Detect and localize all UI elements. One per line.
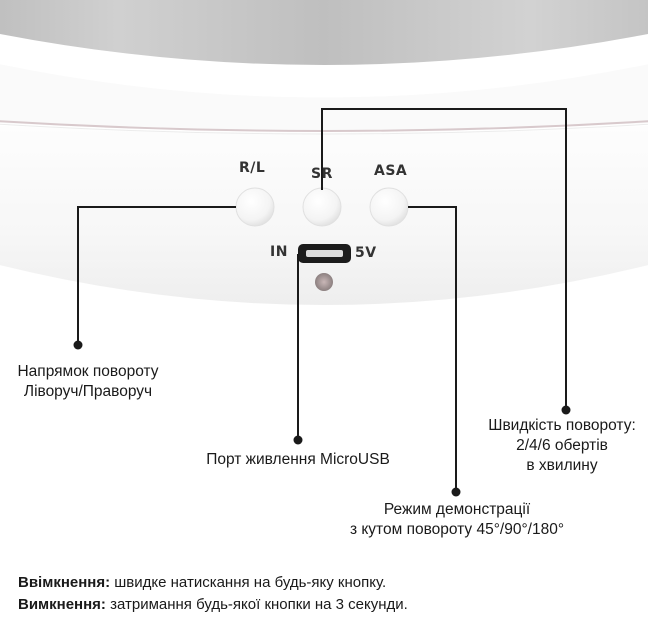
turntable-top-surface [0, 0, 648, 65]
status-led [315, 273, 333, 291]
power-off-text: затримання будь-якої кнопки на 3 секунди… [105, 596, 408, 613]
port-5v-label: 5V [355, 245, 377, 261]
speed-callout-line3: в хвилину [526, 457, 598, 474]
demo-mode-callout: Режим демонстрації з кутом повороту 45°/… [322, 500, 592, 540]
speed-leader-line [321, 108, 567, 410]
power-on-text: швидке натискання на будь-яку кнопку. [110, 574, 387, 591]
asa-button[interactable] [369, 187, 409, 227]
asa-button-label: ASA [374, 163, 408, 179]
rl-button-label: R/L [239, 160, 266, 176]
direction-callout-line1: Напрямок повороту [17, 363, 159, 380]
power-on-label: Ввімкнення: [18, 574, 111, 591]
demo-endpoint-dot [451, 487, 461, 497]
power-port-callout-line1: Порт живлення MicroUSB [206, 451, 390, 468]
demo-mode-callout-line2: з кутом повороту 45°/90°/180° [349, 521, 565, 538]
demo-mode-callout-line1: Режим демонстрації [383, 501, 531, 518]
direction-endpoint-dot [73, 340, 83, 350]
power-notes: Ввімкнення: швидке натискання на будь-як… [18, 572, 408, 616]
direction-callout: Напрямок повороту Ліворуч/Праворуч [0, 362, 178, 402]
sr-button-label: SR [311, 166, 333, 182]
speed-callout: Швидкість повороту: 2/4/6 обертів в хвил… [462, 416, 648, 476]
speed-endpoint-dot [561, 405, 571, 415]
power-on-note: Ввімкнення: швидке натискання на будь-як… [18, 572, 408, 594]
microusb-port-inner [306, 250, 343, 257]
speed-callout-line1: Швидкість повороту: [488, 417, 636, 434]
port-in-label: IN [270, 244, 288, 260]
power-port-endpoint-dot [293, 435, 303, 445]
speed-callout-line2: 2/4/6 обертів [516, 437, 608, 454]
turntable-seam [0, 120, 648, 132]
direction-callout-line2: Ліворуч/Праворуч [23, 383, 153, 400]
sr-button[interactable] [302, 187, 342, 227]
power-off-note: Вимкнення: затримання будь-якої кнопки н… [18, 594, 408, 616]
power-port-callout: Порт живлення MicroUSB [178, 450, 418, 470]
turntable-seam-shadow [0, 123, 648, 135]
direction-leader-line [77, 206, 236, 345]
demo-leader-line [408, 206, 457, 492]
turntable-rim [0, 64, 648, 131]
power-off-label: Вимкнення: [18, 596, 106, 613]
rl-button[interactable] [235, 187, 275, 227]
